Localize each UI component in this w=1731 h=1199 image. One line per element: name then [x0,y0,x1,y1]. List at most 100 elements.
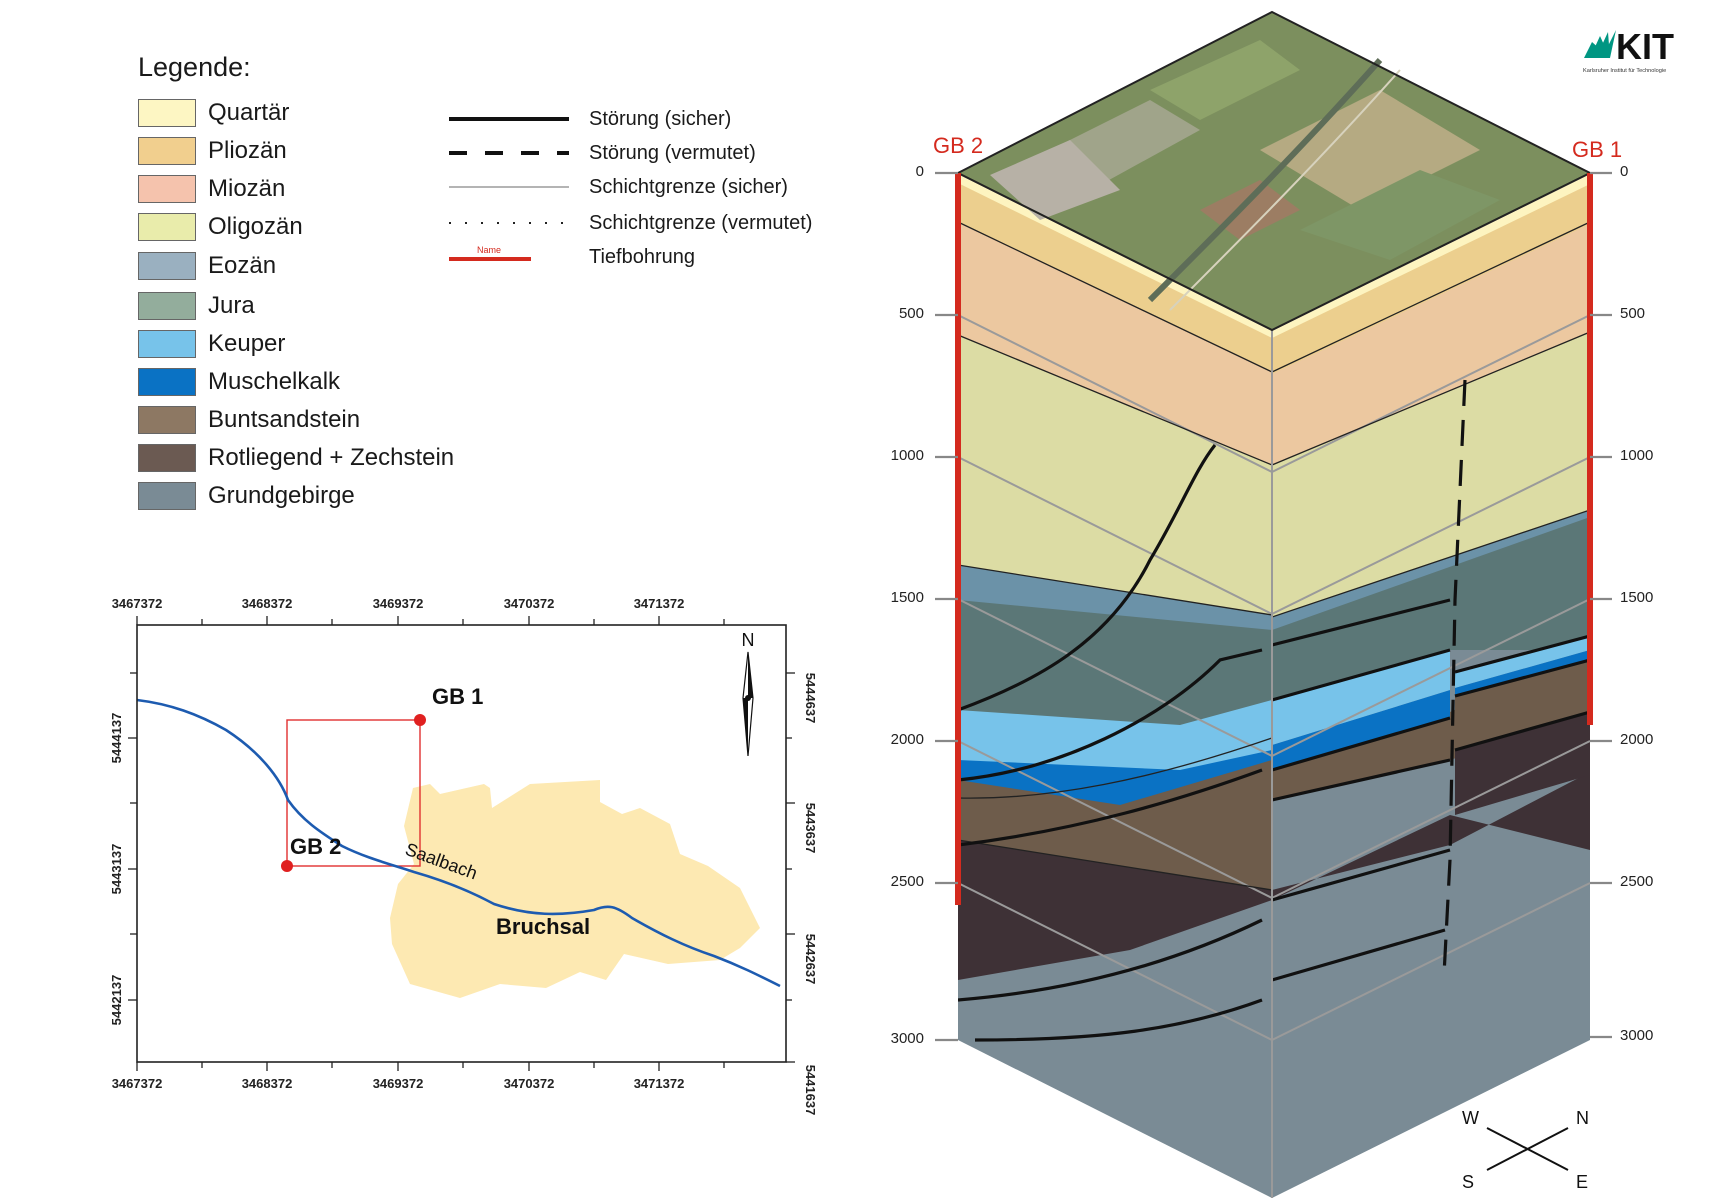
legend-item-pliozaen: Pliozän [138,136,287,166]
legend-swatch [138,330,196,358]
legend-item-rotliegend: Rotliegend + Zechstein [138,443,454,473]
map-tick-bottom: 3467372 [112,1076,163,1091]
layer-miozaen-r [1272,222,1590,465]
map-frame [136,624,787,1063]
legend-swatch [138,406,196,434]
map-tick-top: 3470372 [504,596,555,611]
legend-item-jura: Jura [138,291,255,321]
depth-tick-left: 3000 [891,1030,924,1047]
legend-label: Quartär [208,99,290,126]
fault-inferred-symbol [449,151,569,155]
logo-text: KIT [1616,28,1674,67]
map-tick-left: 5443137 [109,844,124,895]
map-tick-right: 5442637 [803,934,818,985]
layer-keuper-r [1272,650,1450,745]
layer-rotliegend-r [1272,772,1590,900]
legend-line-label: Störung (sicher) [589,107,732,130]
depth-tick-right: 2500 [1620,873,1653,890]
legend-label: Oligozän [208,213,303,240]
river-saalbach [136,698,781,988]
legend-label: Keuper [208,330,286,357]
legend-swatch [138,292,196,320]
map-tick-left: 5442137 [109,975,124,1026]
boundary-certain-symbol [449,186,569,188]
map-tick-right: 5441637 [803,1065,818,1116]
legend-line-borehole: Name Tiefbohrung [447,246,695,268]
logo-subtitle: Karlsruher Institut für Technologie [1583,68,1666,74]
compass-e: E [1576,1172,1588,1192]
layer-rotliegend [958,840,1272,980]
layer-oligozaen [958,330,1272,615]
location-map: 3467372 3468372 3469372 3470372 3471372 … [109,596,818,1116]
legend-swatch [138,99,196,127]
legend-title: Legende: [138,52,251,82]
well-gb2-marker [281,860,293,872]
legend-label: Eozän [208,252,277,279]
legend-item-grundgebirge: Grundgebirge [138,481,355,511]
layer-jura-r [1272,513,1590,700]
aerial-image-top [955,10,1593,332]
legend-label: Pliozän [208,137,287,164]
legend-line-label: Schichtgrenze (vermutet) [589,211,813,234]
layer-pliozaen-r [1272,182,1590,374]
layer-oligozaen-r [1272,330,1590,617]
well-gb1-label: GB 1 [432,684,483,709]
compass-s: S [1462,1172,1474,1192]
legend-line-label: Schichtgrenze (sicher) [589,175,788,198]
legend-item-eozaen: Eozän [138,251,276,281]
borehole-sample-name: Name [477,246,501,255]
map-tick-bottom: 3469372 [373,1076,424,1091]
depth-tick-right: 1500 [1620,589,1653,606]
legend-line-label: Tiefbohrung [589,245,695,268]
compass-w: W [1462,1108,1479,1128]
legend-item-oligozaen: Oligozän [138,212,303,242]
depth-tick-left: 1000 [891,447,924,464]
fault-certain-symbol [449,117,569,121]
legend-item-quartaer: Quartär [138,98,289,128]
depth-tick-left: 2500 [891,873,924,890]
kit-logo: KIT Karlsruher Institut für Technologie [1583,28,1674,74]
depth-tick-left: 0 [916,163,924,180]
north-arrow-icon: N [742,630,755,757]
legend-line-label: Störung (vermutet) [589,141,756,164]
depth-tick-right: 2000 [1620,731,1653,748]
legend-line-fault-certain: Störung (sicher) [447,108,731,130]
depth-tick-left: 1500 [891,589,924,606]
legend-swatch [138,175,196,203]
town-area [390,780,760,998]
legend-swatch [138,213,196,241]
legend-line-boundary-certain: Schichtgrenze (sicher) [447,176,788,198]
layer-miozaen [958,220,1272,465]
well-gb2-label: GB 2 [290,834,341,859]
map-tick-right: 5444637 [803,673,818,724]
compass-n: N [1576,1108,1589,1128]
depth-tick-right: 0 [1620,163,1628,180]
legend-line-fault-inferred: Störung (vermutet) [447,142,756,164]
layer-pliozaen [958,180,1272,372]
layer-jura [958,590,1272,725]
depth-tick-left: 500 [899,305,924,322]
depth-tick-right: 3000 [1620,1027,1653,1044]
well-gb1-marker [414,714,426,726]
map-tick-bottom: 3468372 [242,1076,293,1091]
map-ticks [128,616,795,1071]
map-tick-right: 5443637 [803,803,818,854]
legend-item-keuper: Keuper [138,329,285,359]
layer-muschelkalk-r [1272,690,1450,770]
legend-label: Jura [208,292,255,319]
block-right-face [1272,173,1590,1198]
legend-swatch [138,368,196,396]
legend-label: Rotliegend + Zechstein [208,444,455,471]
legend-swatch [138,252,196,280]
town-label: Bruchsal [496,914,590,939]
north-label: N [742,630,755,650]
compass-icon: W N S E [1462,1108,1589,1192]
depth-tick-left: 2000 [891,731,924,748]
legend-label: Grundgebirge [208,482,355,509]
map-tick-left: 5444137 [109,713,124,764]
map-tick-bottom: 3471372 [634,1076,685,1091]
legend-label: Muschelkalk [208,368,341,395]
map-tick-top: 3469372 [373,596,424,611]
legend-item-buntsandstein: Buntsandstein [138,405,360,435]
map-tick-bottom: 3470372 [504,1076,555,1091]
